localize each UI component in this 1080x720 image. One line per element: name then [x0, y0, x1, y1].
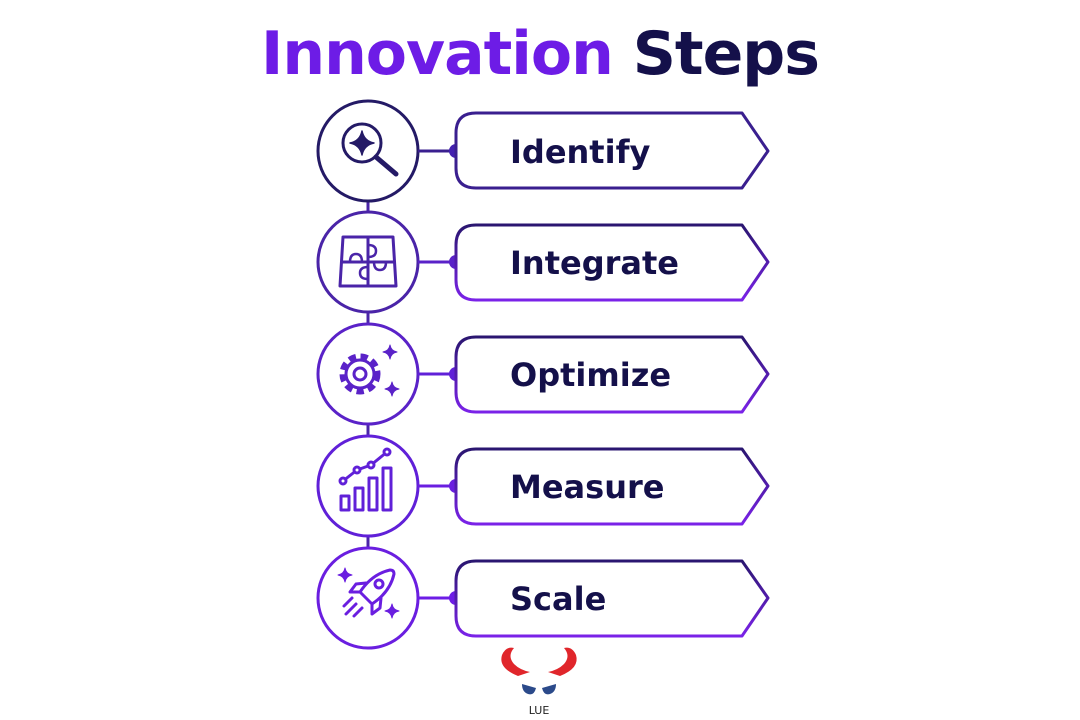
step-arrow-box: [454, 559, 770, 638]
magnifier-sparkle-icon: [341, 122, 399, 177]
brand-logo: LUE: [501, 647, 577, 717]
step-label: Integrate: [510, 244, 679, 282]
step-circle: [316, 322, 420, 426]
growth-chart-icon: [338, 447, 393, 512]
step-label: Optimize: [510, 356, 671, 394]
step-label: Identify: [510, 133, 650, 171]
left-eye-icon: [522, 684, 536, 695]
step-arrow-box: [454, 223, 770, 302]
page-title: Innovation Steps: [0, 12, 1080, 96]
rocket-icon: [337, 567, 400, 619]
step-measure: Measure: [316, 434, 770, 538]
step-arrow-box: [454, 335, 770, 414]
puzzle-icon: [338, 235, 398, 288]
step-optimize: Optimize: [316, 322, 770, 426]
step-integrate: Integrate: [316, 210, 770, 314]
step-arrow-box: [454, 447, 770, 526]
gear-sparkle-icon: [339, 344, 400, 397]
left-horn-icon: [501, 647, 530, 676]
title-word-steps: Steps: [632, 19, 820, 89]
step-label: Scale: [510, 580, 606, 618]
step-scale: Scale: [316, 546, 770, 650]
step-identify: Identify: [316, 99, 770, 203]
step-label: Measure: [510, 468, 664, 506]
right-eye-icon: [542, 684, 556, 695]
logo-text: LUE: [529, 704, 550, 717]
right-horn-icon: [548, 647, 577, 676]
title-word-innovation: Innovation: [261, 19, 614, 89]
step-circle: [316, 99, 420, 203]
step-arrow-box: [454, 111, 770, 190]
